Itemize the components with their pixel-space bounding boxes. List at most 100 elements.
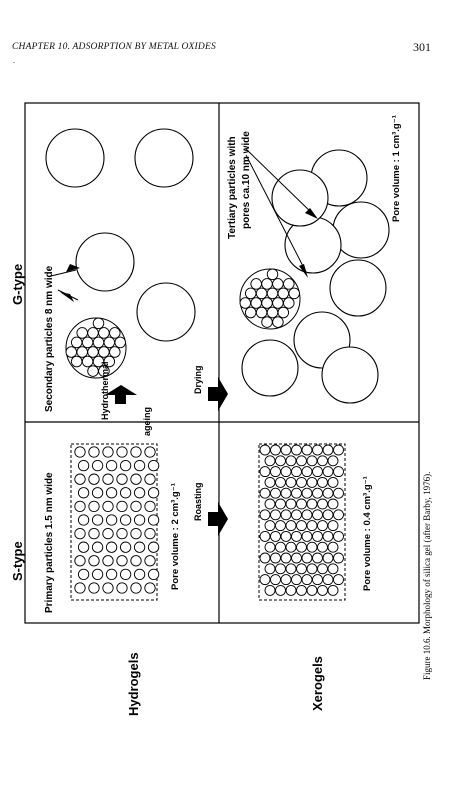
small-particle — [77, 541, 90, 553]
small-particle — [277, 306, 290, 319]
small-particle — [92, 317, 105, 330]
small-particle — [317, 541, 328, 553]
small-particle — [147, 568, 160, 581]
small-particle — [280, 466, 292, 478]
small-particle — [266, 268, 279, 281]
secondary-particle — [45, 128, 105, 188]
small-particle — [74, 555, 86, 567]
hydrogels-label: Hydrogels — [126, 652, 141, 716]
small-particle — [130, 500, 142, 513]
small-particle — [259, 444, 271, 456]
small-particle — [285, 455, 297, 467]
small-particle — [296, 584, 307, 596]
small-particle — [306, 520, 318, 532]
small-particle — [116, 527, 128, 540]
small-particle — [272, 297, 284, 309]
small-particle — [88, 582, 100, 594]
small-particle — [119, 568, 132, 581]
small-particle — [280, 552, 292, 564]
primary-pore-volume: Pore volume : 2 cm³.g⁻¹ — [170, 483, 181, 590]
small-particle — [275, 455, 286, 467]
small-particle — [130, 582, 142, 594]
small-particle — [77, 568, 90, 581]
small-particle — [322, 509, 334, 521]
small-particle — [322, 530, 334, 542]
tertiary-particle — [321, 346, 379, 404]
small-particle — [266, 287, 279, 300]
ageing-label: ageing — [142, 407, 152, 436]
drying-label: Drying — [193, 365, 203, 394]
page-number: 301 — [413, 40, 431, 54]
small-particle — [133, 459, 146, 472]
small-particle — [270, 444, 281, 456]
small-particle — [261, 316, 273, 328]
small-particle — [272, 278, 284, 290]
small-particle — [301, 444, 313, 456]
small-particle — [259, 466, 271, 478]
small-particle — [264, 498, 276, 510]
small-particle — [76, 327, 88, 339]
small-particle — [296, 455, 307, 467]
primary-particles-text: Primary particles 1.5 nm wide — [44, 472, 55, 613]
small-particle — [77, 459, 90, 472]
small-particle — [317, 584, 328, 596]
small-particle — [91, 459, 104, 472]
small-particle — [327, 498, 339, 510]
small-particle — [88, 473, 100, 485]
small-particle — [296, 541, 307, 553]
small-particle — [91, 568, 104, 581]
small-particle — [88, 527, 100, 540]
small-particle — [322, 574, 334, 586]
small-particle — [288, 287, 300, 300]
small-particle — [87, 346, 99, 358]
small-particle — [102, 473, 114, 485]
small-particle — [291, 552, 302, 564]
small-particle — [81, 355, 94, 368]
small-particle — [116, 500, 128, 513]
small-particle — [259, 574, 271, 586]
small-particle — [103, 336, 116, 349]
small-particle — [301, 509, 313, 521]
small-particle — [280, 487, 292, 499]
small-particle — [272, 316, 284, 328]
small-particle — [102, 527, 114, 540]
secondary-arrows — [50, 269, 79, 301]
small-particle — [133, 568, 146, 581]
small-particle — [275, 541, 286, 553]
small-particle — [255, 306, 268, 319]
arrow-head — [66, 264, 80, 272]
figure-caption: Figure 10.6. Morphology of silica gel (a… — [422, 472, 432, 680]
tertiary-particle — [329, 259, 387, 317]
small-particle — [322, 444, 334, 456]
small-particle — [291, 509, 302, 521]
small-particle — [280, 509, 292, 521]
small-particle — [317, 498, 328, 510]
tertiary-particles-text-line2: pores ca.10 nm wide — [241, 131, 252, 229]
xerogels-label: Xerogels — [310, 656, 325, 711]
small-particle — [119, 459, 132, 472]
small-particle — [322, 487, 334, 499]
small-particle — [264, 541, 276, 553]
roasting-label: Roasting — [193, 482, 203, 521]
small-particle — [130, 446, 142, 458]
small-particle — [105, 459, 118, 472]
small-particle — [317, 455, 328, 467]
small-particle — [87, 365, 99, 377]
small-particle — [119, 487, 132, 499]
small-particle — [327, 455, 339, 467]
small-particle — [333, 509, 344, 521]
small-particle — [74, 527, 86, 540]
small-particle — [285, 476, 297, 488]
small-particle — [283, 297, 295, 309]
small-particle — [119, 541, 132, 553]
small-particle — [285, 498, 297, 510]
g-type-label: G-type — [10, 264, 25, 305]
small-particle — [91, 514, 104, 526]
small-particle — [312, 509, 323, 521]
small-particle — [119, 514, 132, 526]
small-particle — [147, 487, 160, 499]
small-particle — [312, 574, 323, 586]
secondary-particles-text: Secondary particles 8 nm wide — [44, 265, 55, 412]
figure-grid — [24, 102, 420, 624]
small-particle — [312, 552, 323, 564]
